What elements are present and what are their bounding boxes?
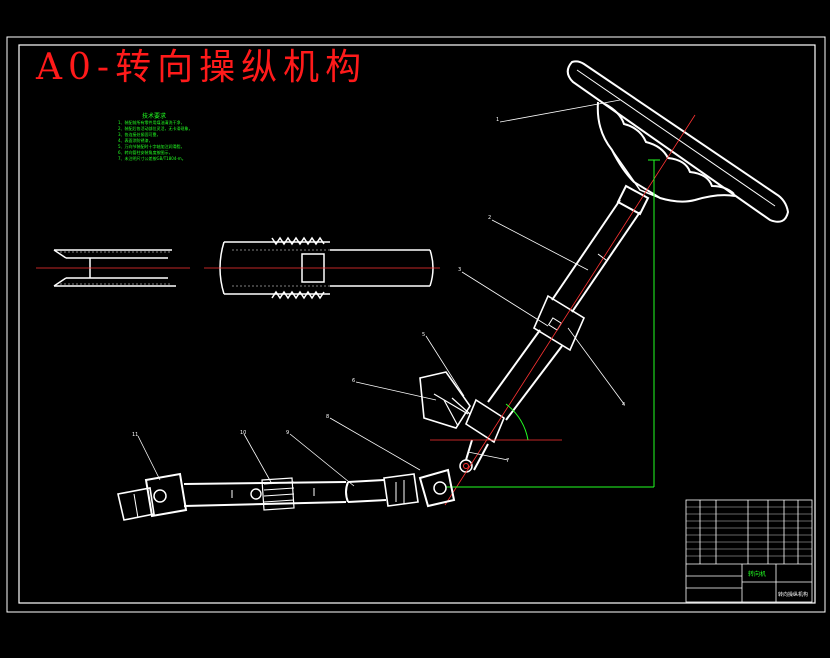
- balloon-3: 3: [458, 267, 461, 273]
- parts-list-rows: [686, 506, 812, 557]
- balloon-1: 1: [496, 117, 499, 123]
- balloon-5: 5: [422, 332, 425, 338]
- inner-frame: [18, 44, 816, 604]
- balloon-11: 11: [132, 432, 138, 438]
- outer-frame: [6, 36, 826, 613]
- section-view-right: [219, 236, 434, 300]
- upper-steering-column: [419, 184, 650, 473]
- technical-note-line: 4、表面涂防锈漆，: [118, 138, 153, 143]
- intermediate-shaft: [117, 468, 456, 521]
- balloon-4: 4: [622, 402, 625, 408]
- technical-note-line: 3、各连接处紧固可靠，: [118, 132, 161, 137]
- column-centerline: [444, 114, 696, 506]
- balloon-6: 6: [352, 378, 355, 384]
- balloon-8: 8: [326, 414, 329, 420]
- technical-note-line: 2、装配后各活动部位灵活，无卡滞现象，: [118, 126, 193, 131]
- technical-note-line: 1、装配前所有零件用煤油清洗干净，: [118, 120, 185, 125]
- technical-note-line: 7、未注明尺寸公差按GB/T1804-m。: [118, 156, 186, 161]
- technical-notes-title: 技术要求: [142, 113, 167, 120]
- drawing-title: A0-转向操纵机构: [36, 47, 368, 88]
- technical-note-line: 5、万向节装配时十字轴加注润滑脂，: [118, 144, 185, 149]
- title-block: [685, 499, 813, 603]
- title-block-stamp: 转向机: [748, 570, 766, 578]
- balloon-9: 9: [286, 430, 289, 436]
- dimension-lines: [446, 159, 660, 488]
- technical-note-line: 6、转向管柱安装角度按图示，: [118, 150, 173, 155]
- balloon-2: 2: [488, 215, 491, 221]
- title-block-drawing-name: 转向操纵机构: [778, 591, 808, 598]
- leader-lines: [137, 99, 625, 487]
- balloon-7: 7: [506, 458, 509, 464]
- balloon-10: 10: [240, 430, 246, 436]
